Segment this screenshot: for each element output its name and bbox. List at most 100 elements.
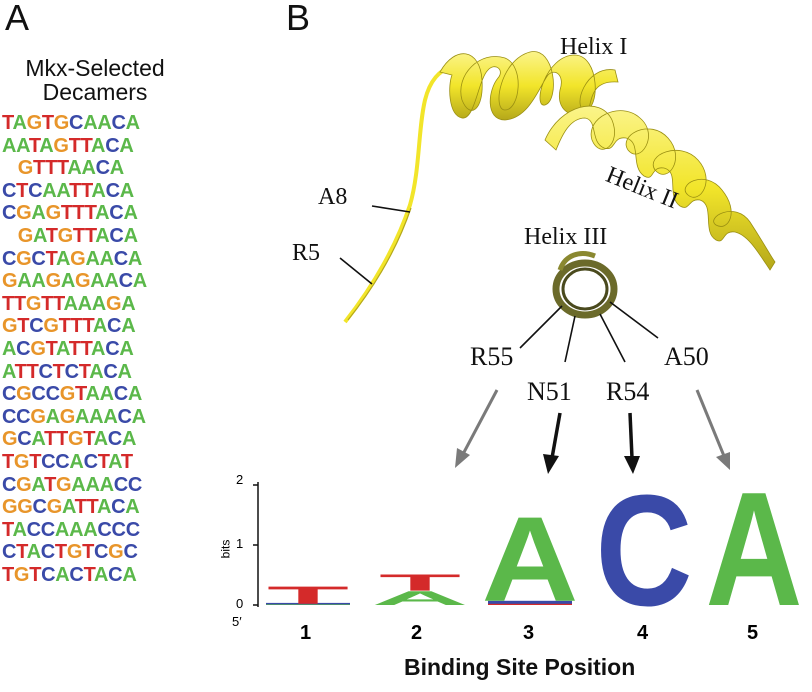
label-r5: R5 (292, 240, 321, 266)
sequence-row: CGAGTTTACA (2, 202, 192, 225)
nucleotide: G (2, 428, 18, 451)
sequence-row: TGTCACTACA (2, 564, 192, 587)
nucleotide: G (45, 270, 62, 293)
nucleotide: G (57, 224, 74, 247)
nucleotide: G (16, 383, 32, 406)
nucleotide: T (29, 563, 42, 586)
nucleotide: A (56, 337, 69, 360)
nucleotide: T (80, 134, 92, 157)
nucleotide: A (91, 292, 106, 315)
nucleotide: A (127, 247, 143, 270)
nucleotide: T (97, 450, 109, 473)
nucleotide: A (2, 134, 17, 157)
nucleotide: G (59, 405, 76, 428)
nucleotide: T (44, 157, 57, 180)
nucleotide: G (46, 496, 63, 519)
nucleotide: T (2, 292, 14, 315)
nucleotide: T (44, 428, 57, 451)
nucleotide: A (12, 112, 27, 134)
nucleotide: C (117, 405, 132, 428)
nucleotide: T (26, 360, 39, 383)
nucleotide: A (54, 518, 70, 541)
nucleotide: G (2, 496, 18, 519)
logo-letter-T: T (267, 582, 349, 610)
nucleotide: T (80, 179, 92, 202)
nucleotide: T (84, 224, 96, 247)
nucleotide: A (75, 405, 90, 428)
nucleotide: A (17, 270, 32, 293)
nucleotide: A (121, 292, 136, 315)
nucleotide: A (69, 518, 84, 541)
nucleotide: T (2, 450, 14, 473)
nucleotide: C (83, 450, 98, 473)
sequence-row: GTTTAACA (2, 157, 192, 180)
nucleotide: A (33, 224, 46, 247)
nucleotide: C (69, 563, 84, 586)
x-tick-5: 5 (747, 622, 759, 644)
nucleotide: A (91, 337, 106, 360)
nucleotide: T (2, 112, 13, 134)
nucleotide: A (71, 473, 86, 496)
nucleotide: G (70, 247, 86, 270)
nucleotide: A (31, 270, 46, 293)
nucleotide: T (54, 541, 67, 564)
nucleotide: T (14, 360, 27, 383)
nucleotide: C (2, 179, 17, 202)
nucleotide: T (69, 179, 81, 202)
nucleotide: A (61, 496, 75, 519)
nucleotide: C (95, 157, 110, 180)
nucleotide: C (2, 405, 17, 428)
nucleotide: A (97, 112, 112, 134)
nucleotide: C (109, 224, 124, 247)
nucleotide: C (40, 518, 55, 541)
nucleotide: T (41, 112, 54, 134)
arrow-n51-head (543, 454, 559, 474)
nucleotide: G (108, 541, 124, 564)
nucleotide: C (16, 405, 31, 428)
nucleotide: A (31, 473, 45, 496)
sequence-row: CGCTAGAACA (2, 248, 192, 271)
nucleotide: C (125, 518, 140, 541)
nucleotide: T (74, 496, 87, 519)
nucleotide: A (94, 563, 109, 586)
nucleotide: T (68, 337, 81, 360)
nucleotide: A (125, 112, 140, 134)
nucleotide: A (2, 360, 15, 383)
nucleotide: A (2, 337, 17, 360)
sequence-row: CTACTGTCGC (2, 541, 192, 564)
nucleotide: A (91, 179, 106, 202)
nucleotide: T (75, 383, 86, 406)
nucleotide: T (83, 563, 95, 586)
sequence-row: CCGAGAAACA (2, 406, 192, 429)
nucleotide: A (89, 360, 104, 383)
nucleotide: C (105, 179, 120, 202)
sequence-row: CGCCGTAACA (2, 383, 192, 406)
nucleotide: T (70, 315, 83, 338)
nucleotide: A (103, 405, 118, 428)
nucleotide: A (125, 496, 140, 519)
sequence-row: TAGTGCAACA (2, 112, 192, 135)
nucleotide: G (25, 292, 42, 315)
nucleotide: A (31, 428, 45, 451)
nucleotide: C (108, 563, 123, 586)
nucleotide: C (105, 134, 120, 157)
nucleotide: C (29, 315, 44, 338)
nucleotide: T (80, 337, 92, 360)
nucleotide: T (82, 315, 93, 338)
nucleotide: C (118, 270, 133, 293)
label-n51: N51 (527, 377, 572, 406)
nucleotide: C (17, 428, 32, 451)
nucleotide: T (2, 563, 14, 586)
nucleotide: A (90, 270, 105, 293)
x-axis-label: Binding Site Position (404, 654, 636, 680)
nucleotide: A (45, 405, 60, 428)
nucleotide: A (99, 383, 114, 406)
nucleotide: A (92, 315, 108, 338)
nucleotide: A (63, 292, 78, 315)
nucleotide: A (83, 518, 98, 541)
nucleotide: A (121, 315, 136, 338)
nucleotide: T (41, 292, 54, 315)
y-tick-0: 0 (236, 596, 244, 611)
nucleotide: T (82, 541, 95, 564)
